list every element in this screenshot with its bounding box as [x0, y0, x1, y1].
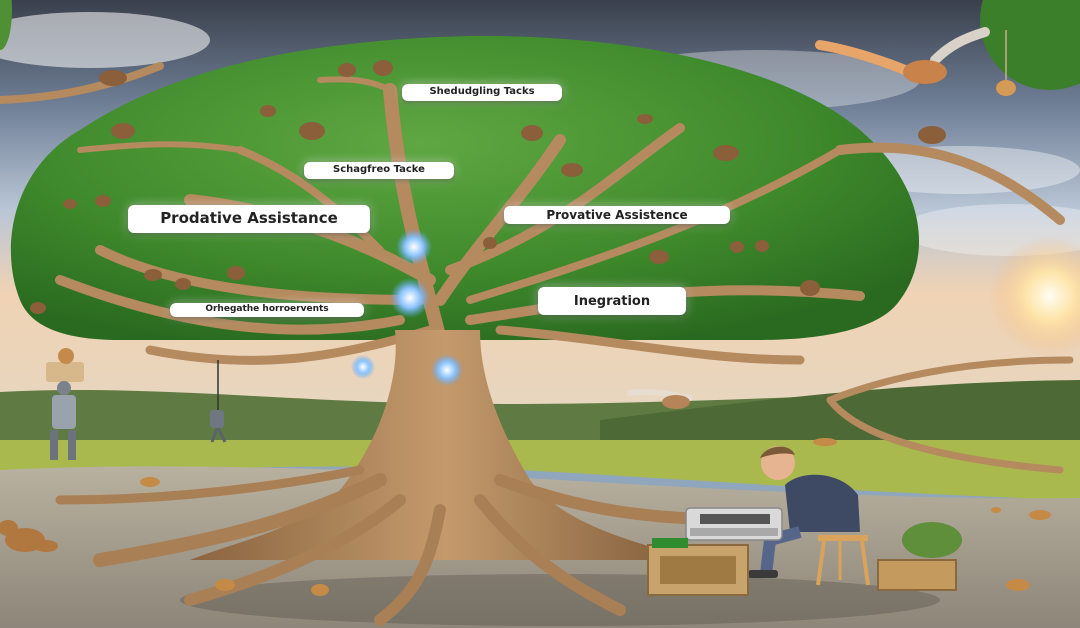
- robot-figure: [46, 348, 84, 460]
- tree-crown: [10, 35, 920, 340]
- label-orchestration: Orhegathe horroervents: [170, 303, 364, 317]
- label-scheduling-tasks-mid: Schagfreo Tacke: [304, 162, 454, 179]
- hanging-figure: [210, 360, 227, 443]
- label-predictive-assistance-left: Prodative Assistance: [128, 205, 370, 233]
- wooden-crate: [647, 538, 749, 596]
- plant-basket: [877, 522, 962, 591]
- label-predictive-assistance-right: Provative Assistence: [504, 206, 730, 224]
- flying-bird-center: [627, 388, 693, 409]
- perched-birds: [30, 60, 946, 314]
- label-scheduling-tasks-top: Shedudgling Tacks: [402, 84, 562, 101]
- hanging-acorn: [996, 30, 1016, 96]
- acorns: [140, 438, 1051, 596]
- keyboard-device: [685, 507, 783, 541]
- corner-foliage: [980, 0, 1080, 90]
- sun: [990, 236, 1080, 356]
- right-branch: [826, 356, 1074, 404]
- label-integration: Inegration: [538, 287, 686, 315]
- tree-trunk: [190, 330, 700, 560]
- glowing-sparks: [351, 229, 463, 386]
- corner-foliage-left: [0, 0, 12, 50]
- left-branch: [0, 62, 164, 104]
- flying-bird-top-right: [815, 27, 990, 84]
- squirrel: [0, 520, 58, 552]
- right-branch-lower: [826, 396, 1064, 474]
- tree-shadow: [180, 574, 940, 626]
